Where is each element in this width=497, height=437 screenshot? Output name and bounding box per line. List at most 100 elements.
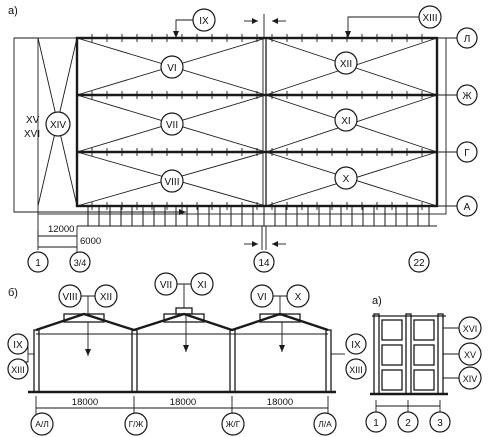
svg-text:VII: VII (166, 120, 178, 131)
svg-text:3/4: 3/4 (74, 258, 87, 268)
plan-outline-frame (37, 37, 447, 215)
svg-text:1: 1 (35, 258, 41, 269)
svg-text:XVI: XVI (463, 324, 478, 334)
svg-text:XIII: XIII (11, 365, 25, 375)
bottom-hatch (87, 206, 430, 226)
sec-axis-a-l: А/Л (30, 412, 54, 436)
cross-section: б) (7, 272, 367, 436)
bubble-bay-viii: VIII (160, 169, 184, 193)
svg-text:XV: XV (464, 350, 476, 360)
dim-span-2: 18000 (170, 397, 196, 408)
svg-text:Г: Г (464, 148, 470, 159)
bubble-bay-xi: XI (334, 108, 358, 132)
bubble-sec-xi: XI (190, 272, 214, 296)
svg-text:VI: VI (167, 63, 176, 74)
svg-text:XIV: XIV (463, 374, 478, 384)
col-axis-22: 22 (408, 251, 430, 273)
col-axis-3-4: 3/4 (69, 251, 91, 273)
col-axis-1: 1 (27, 251, 49, 273)
side-column (373, 313, 380, 395)
leader-xiii (347, 16, 420, 38)
svg-text:Л/А: Л/А (318, 419, 332, 429)
bubble-ix-top: IX (192, 8, 216, 32)
plan-main-outline (75, 36, 439, 208)
bubble-sec-vii: VII (154, 272, 178, 296)
bubble-sec-x: X (286, 284, 310, 308)
plan-label: а) (8, 5, 18, 17)
svg-text:VIII: VIII (62, 292, 77, 303)
svg-text:А: А (464, 202, 471, 213)
bubble-bay-vi: VI (160, 55, 184, 79)
bubble-sec-viii: VIII (58, 284, 82, 308)
bubble-side-xv: XV (458, 342, 482, 366)
section-label: б) (8, 287, 18, 299)
arrow-vii (183, 345, 189, 352)
bubble-bay-vii: VII (160, 112, 184, 136)
joint-arrows-top (244, 14, 286, 38)
svg-text:XIII: XIII (349, 365, 363, 375)
arrow-ix (173, 31, 179, 38)
svg-text:Г/Ж: Г/Ж (129, 419, 144, 429)
bubble-side-xvi: XVI (458, 316, 482, 340)
side-view: а) XVI XV XIV (365, 295, 482, 433)
svg-text:X: X (295, 292, 302, 303)
svg-text:2: 2 (405, 418, 411, 429)
svg-text:22: 22 (413, 258, 425, 269)
sec-axis-zh-g: Ж/Г (221, 412, 245, 436)
side-axis-2: 2 (397, 411, 419, 433)
plan-dimensions (37, 214, 78, 252)
purlin-ticks (91, 34, 423, 210)
side-panels (381, 319, 435, 391)
bubble-sec-vi: VI (250, 284, 274, 308)
side-axis-1: 1 (365, 411, 387, 433)
svg-text:IX: IX (199, 16, 209, 27)
sec-axis-l-a: Л/А (313, 412, 337, 436)
dim-span-1: 18000 (72, 397, 98, 408)
svg-text:X: X (343, 174, 350, 185)
svg-text:IX: IX (351, 340, 361, 351)
row-axis-a: А (456, 195, 478, 217)
row-axis-g: Г (456, 141, 478, 163)
col-axis-14: 14 (253, 251, 275, 273)
svg-text:Ж: Ж (462, 91, 472, 102)
svg-text:XII: XII (100, 292, 112, 303)
svg-text:XIII: XIII (422, 13, 437, 24)
annex-arrow (179, 209, 186, 215)
bubble-sec-right-ix: IX (345, 333, 367, 355)
annex-leader (13, 37, 186, 213)
arrow-viii (85, 349, 91, 356)
side-column (437, 313, 444, 395)
section-columns (33, 329, 332, 393)
svg-text:XII: XII (340, 59, 352, 70)
svg-text:VIII: VIII (164, 177, 179, 188)
building-plan: а) (8, 5, 478, 273)
bubble-bay-x: X (334, 166, 358, 190)
svg-text:IX: IX (13, 340, 23, 351)
svg-text:XI: XI (197, 280, 206, 291)
side-column (405, 313, 412, 395)
dim-span-3: 18000 (267, 397, 293, 408)
svg-text:XI: XI (341, 116, 350, 127)
dim-6000: 6000 (80, 236, 101, 247)
svg-text:14: 14 (258, 258, 270, 269)
text-xvi: XVI (24, 129, 40, 140)
svg-text:VII: VII (160, 280, 172, 291)
bubble-sec-xii: XII (94, 284, 118, 308)
side-label: а) (372, 295, 382, 307)
arrow-xiii (345, 31, 351, 38)
svg-text:3: 3 (437, 418, 443, 429)
bubble-sec-left-ix: IX (7, 333, 29, 355)
dim-12000: 12000 (48, 224, 74, 235)
bubble-xiv-left: XIV (45, 111, 71, 137)
row-axis-l: Л (456, 27, 478, 49)
side-axis-3: 3 (429, 411, 451, 433)
svg-text:А/Л: А/Л (35, 419, 49, 429)
svg-text:XIV: XIV (50, 120, 66, 131)
arrow-vi (279, 345, 285, 352)
svg-text:Ж/Г: Ж/Г (226, 419, 241, 429)
bubble-xiii-top: XIII (418, 5, 442, 29)
row-axis-zh: Ж (456, 84, 478, 106)
sec-axis-g-zh: Г/Ж (124, 412, 148, 436)
bubble-sec-right-xiii: XIII (345, 358, 367, 380)
